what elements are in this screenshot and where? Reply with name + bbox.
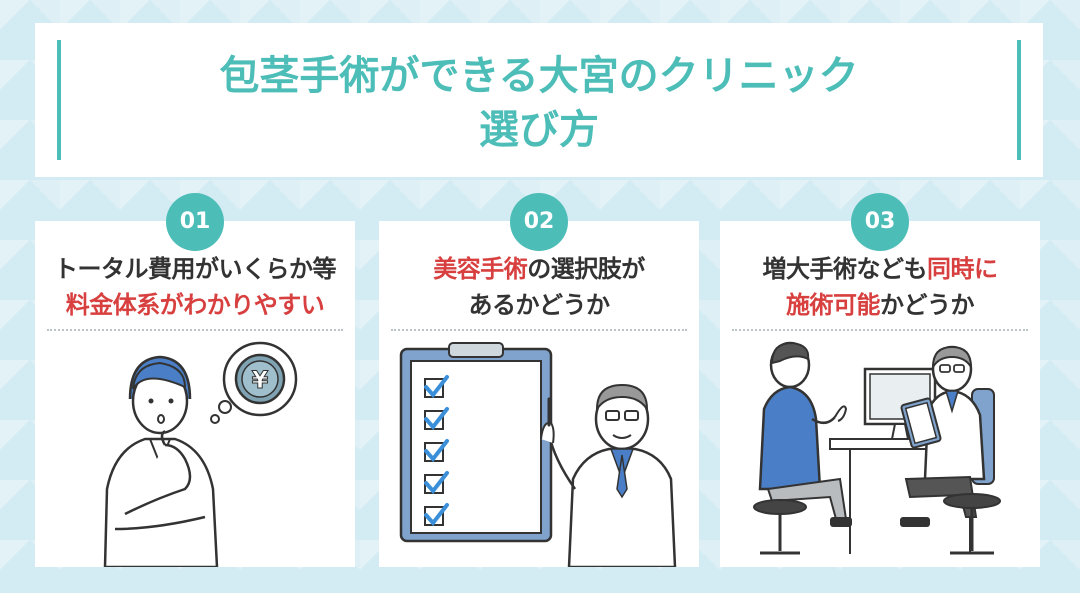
doctor-checklist-illustration [399,342,677,567]
card-line-2: あるかどうか [468,291,611,319]
card-number-badge: 01 [166,193,224,251]
dotted-divider [391,329,687,331]
card-line-2: 施術可能かどうか [720,287,1040,323]
title-bar-right [1017,40,1021,160]
card-text: トータル費用がいくらか等 料金体系がわかりやすい [35,251,355,323]
dotted-divider [47,329,343,331]
card-number-badge: 03 [851,193,909,251]
card-text: 美容手術の選択肢が あるかどうか [379,251,699,323]
checkbox-icons [424,378,444,526]
card-line-2-rest: かどうか [880,291,975,319]
card-number-badge: 02 [510,193,568,251]
title-box: 包茎手術ができる大宮のクリニック 選び方 [35,23,1043,177]
title-line-1: 包茎手術ができる大宮のクリニック [219,53,859,99]
card-line-1-highlight: 美容手術 [433,255,528,283]
thinking-man-illustration: ¥ [103,341,298,567]
card-line-1: 美容手術の選択肢が [379,251,699,287]
card-1: 01 トータル費用がいくらか等 料金体系がわかりやすい ¥ [35,193,355,567]
card-line-1: 増大手術なども同時に [720,251,1040,287]
card-line-1-highlight: 同時に [927,255,998,283]
svg-text:¥: ¥ [252,366,269,394]
card-line-1-pre: 増大手術なども [762,255,928,283]
card-line-2-highlight: 施術可能 [786,291,881,319]
card-3: 03 増大手術なども同時に 施術可能かどうか [720,193,1040,567]
card-text: 増大手術なども同時に 施術可能かどうか [720,251,1040,323]
consultation-illustration [753,341,1001,555]
card-line-1-rest: の選択肢が [527,255,645,283]
dotted-divider [732,329,1028,331]
check-icons [424,375,449,527]
card-2: 02 美容手術の選択肢が あるかどうか [379,193,699,567]
title-line-2: 選び方 [479,107,599,153]
page-title: 包茎手術ができる大宮のクリニック 選び方 [35,49,1043,157]
yen-coin-icon: ¥ [234,353,286,405]
card-line-1: トータル費用がいくらか等 [54,255,337,283]
card-line-2-highlight: 料金体系がわかりやすい [65,291,325,319]
title-bar-left [57,40,61,160]
